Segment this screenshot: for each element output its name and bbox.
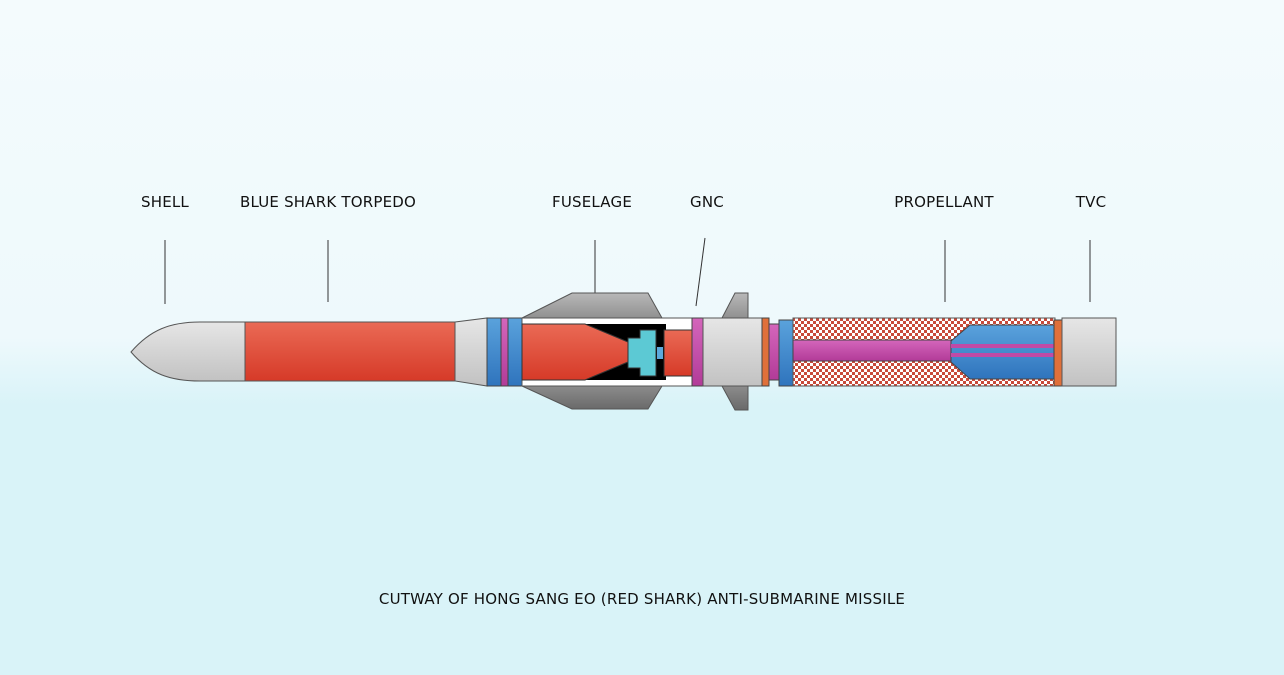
nozzle-line-2: [951, 353, 1055, 357]
band-blue-2: [507, 317, 523, 387]
coupler-cyan: [627, 329, 657, 377]
nozzle-line-1: [951, 344, 1055, 348]
tvc-section: [1061, 317, 1117, 387]
propellant-core: [792, 339, 952, 362]
mid-gray-section: [702, 317, 763, 387]
band-orange-1: [761, 317, 770, 387]
band-orange-2: [1053, 319, 1063, 387]
fuselage-red-block: [663, 329, 693, 377]
label-gnc: GNC: [690, 193, 724, 211]
front-wing-top: [521, 292, 663, 319]
coupler-pin: [657, 347, 663, 359]
label-tvc: TVC: [1075, 193, 1107, 211]
front-wing-bottom: [521, 385, 663, 410]
torpedo-body: [244, 321, 456, 382]
band-blue-3: [778, 319, 794, 387]
label-propellant: PROPELLANT: [894, 193, 994, 211]
label-fuselage: FUSELAGE: [551, 193, 633, 211]
label-shell: SHELL: [141, 193, 189, 211]
band-blue-1: [486, 317, 502, 387]
diagram-caption: CUTWAY OF HONG SANG EO (RED SHARK) ANTI-…: [378, 590, 906, 608]
nozzle-block: [950, 324, 1056, 380]
torpedo-tail-cone: [454, 317, 488, 387]
tail-fin-bottom: [721, 385, 749, 411]
gnc-band: [691, 317, 704, 387]
band-magenta-1: [500, 317, 509, 387]
tail-fin-top: [721, 292, 749, 319]
nose-shell: [130, 321, 246, 382]
band-magenta-2: [768, 323, 780, 381]
leader-gnc: [695, 237, 706, 307]
label-torpedo: BLUE SHARK TORPEDO: [239, 193, 417, 211]
